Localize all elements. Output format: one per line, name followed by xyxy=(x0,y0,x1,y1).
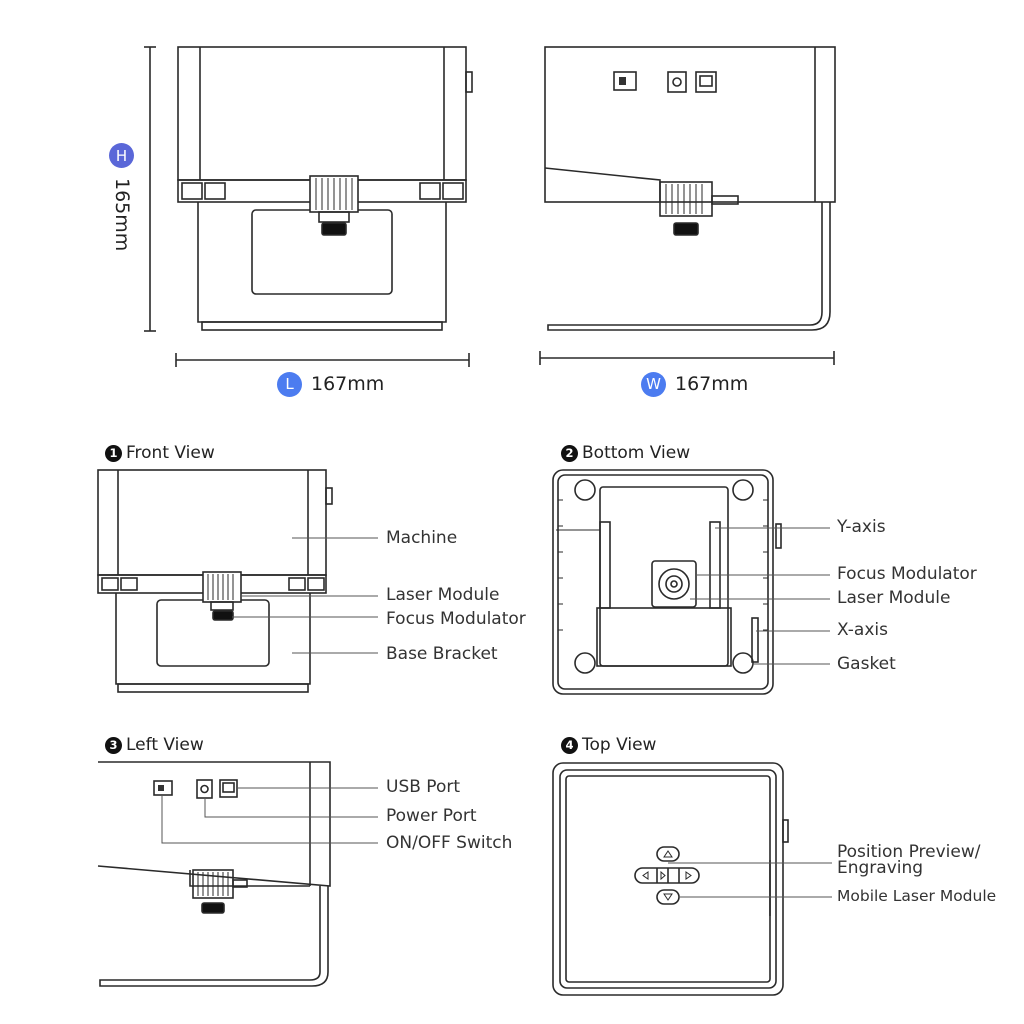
front-view-title: Front View xyxy=(126,443,215,463)
length-dimension-line xyxy=(175,353,470,367)
height-value: 165mm xyxy=(111,178,133,252)
label-power-port: Power Port xyxy=(386,806,477,826)
label-mobile-laser-module: Mobile Laser Module xyxy=(837,887,997,905)
width-value: 167mm xyxy=(675,373,749,395)
bottom-view-number: 2 xyxy=(561,445,578,462)
front-view-leaders xyxy=(232,537,378,654)
label-on-off-switch: ON/OFF Switch xyxy=(386,833,513,853)
length-value: 167mm xyxy=(311,373,385,395)
label-focus-modulator-bottom: Focus Modulator xyxy=(837,564,977,584)
height-badge: H xyxy=(109,143,134,168)
label-y-axis: Y-axis xyxy=(837,517,886,537)
label-focus-modulator-front: Focus Modulator xyxy=(386,609,526,629)
label-laser-module-front: Laser Module xyxy=(386,585,500,605)
label-machine: Machine xyxy=(386,528,458,548)
top-view-number: 4 xyxy=(561,737,578,754)
label-position-preview: Position Preview/ xyxy=(837,842,981,862)
overview-side-drawing xyxy=(544,46,836,331)
top-view-title: Top View xyxy=(582,735,657,755)
bottom-view-title: Bottom View xyxy=(582,443,691,463)
width-dimension-line xyxy=(539,351,835,365)
top-view-heading: 4 Top View xyxy=(561,737,656,754)
height-dimension: H 165mm xyxy=(109,143,134,251)
bottom-view-leaders xyxy=(690,527,830,665)
left-view-leaders xyxy=(161,787,378,844)
label-base-bracket: Base Bracket xyxy=(386,644,498,664)
label-usb-port: USB Port xyxy=(386,777,461,797)
overview-front-drawing xyxy=(177,46,473,331)
bottom-view-drawing xyxy=(552,469,782,695)
label-gasket: Gasket xyxy=(837,654,896,674)
top-view-drawing xyxy=(552,762,789,996)
label-x-axis: X-axis xyxy=(837,620,888,640)
length-dimension: L 167mm xyxy=(277,372,384,397)
label-engraving: Engraving xyxy=(837,858,924,878)
height-dimension-line xyxy=(144,46,156,332)
front-view-drawing xyxy=(97,469,333,693)
top-view-leaders xyxy=(668,862,832,898)
width-badge: W xyxy=(641,372,666,397)
front-view-heading: 1 Front View xyxy=(105,445,215,462)
width-dimension: W 167mm xyxy=(641,372,748,397)
left-view-number: 3 xyxy=(105,737,122,754)
front-view-number: 1 xyxy=(105,445,122,462)
bottom-view-heading: 2 Bottom View xyxy=(561,445,690,462)
length-badge: L xyxy=(277,372,302,397)
left-view-drawing xyxy=(97,761,331,987)
left-view-title: Left View xyxy=(126,735,204,755)
label-laser-module-bottom: Laser Module xyxy=(837,588,951,608)
left-view-heading: 3 Left View xyxy=(105,737,204,754)
